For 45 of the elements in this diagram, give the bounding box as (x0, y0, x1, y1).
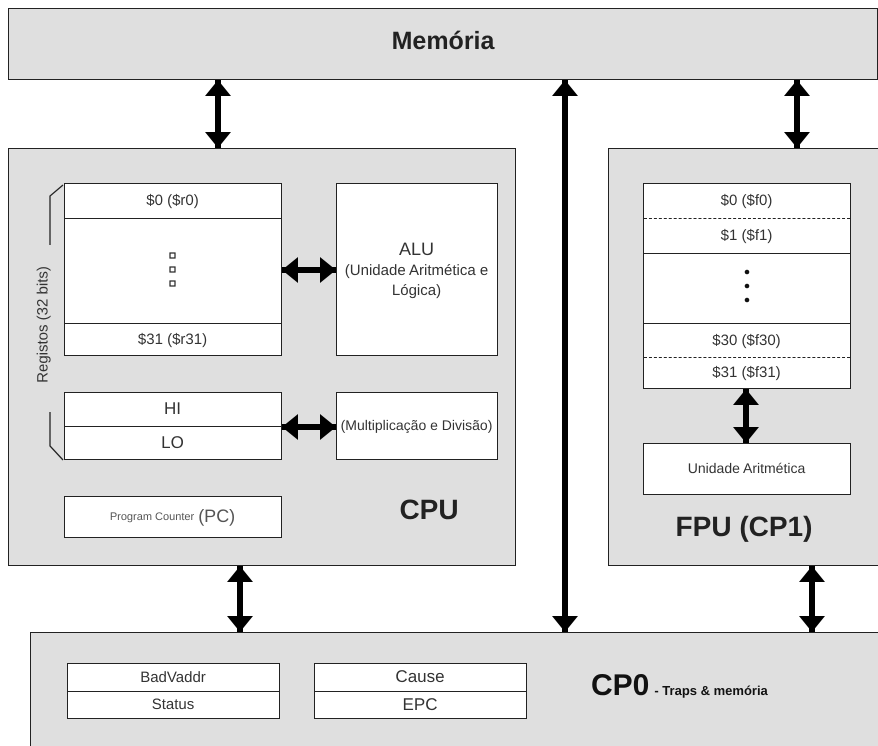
register-name: LO (160, 432, 185, 454)
hi-lo-registers (64, 392, 282, 460)
fpu-arithmetic-unit (642, 442, 850, 494)
double-arrow (784, 80, 810, 148)
alu-box (336, 182, 498, 356)
pc-register (64, 496, 282, 538)
register-name: $1 ($f1) (644, 218, 850, 254)
fpu-register-file (642, 182, 850, 388)
register-name: Status (150, 695, 196, 715)
unit-label: Unidade Aritmética (686, 459, 806, 478)
register-name: (PC) (198, 506, 236, 527)
block-title: CPU (398, 494, 460, 526)
register-name: Program Counter (110, 510, 194, 522)
register-name: Cause (314, 664, 526, 692)
register-name: $0 ($r0) (64, 184, 280, 218)
cp0-register-pair (314, 662, 526, 718)
double-arrow (282, 414, 336, 440)
register-name: EPC (402, 694, 438, 716)
register-name: $0 ($f0) (644, 184, 850, 218)
register-name: BadVaddr (68, 664, 278, 692)
unit-label: (Multiplicação e Divisão) (340, 416, 492, 435)
mult-div-box (336, 392, 498, 460)
register-name: HI (64, 392, 280, 426)
register-name: $31 ($f31) (711, 363, 782, 383)
block-title: Memória (390, 27, 496, 56)
double-arrow (205, 80, 231, 148)
double-arrow (799, 566, 825, 632)
block-title: FPU (CP1) (674, 511, 814, 543)
fpu-block (608, 148, 878, 566)
memory-block (8, 8, 878, 80)
register-file (64, 182, 282, 356)
cp0-block (30, 632, 878, 746)
double-arrow (552, 80, 578, 632)
rotated-label: Registos (32 bits) (34, 265, 52, 385)
double-arrow (227, 566, 253, 632)
double-arrow (733, 389, 759, 443)
block-subtitle: - Traps & memória (654, 683, 768, 698)
register-name: $31 ($r31) (136, 330, 208, 350)
cpu-block (8, 148, 516, 566)
unit-label: ALU (398, 238, 435, 261)
double-arrow (282, 257, 336, 283)
block-title: CP0 (591, 669, 650, 703)
unit-label: (Unidade Aritmética e Lógica) (344, 260, 490, 302)
register-name: $30 ($f30) (644, 324, 850, 358)
cp0-register-pair (66, 662, 280, 718)
